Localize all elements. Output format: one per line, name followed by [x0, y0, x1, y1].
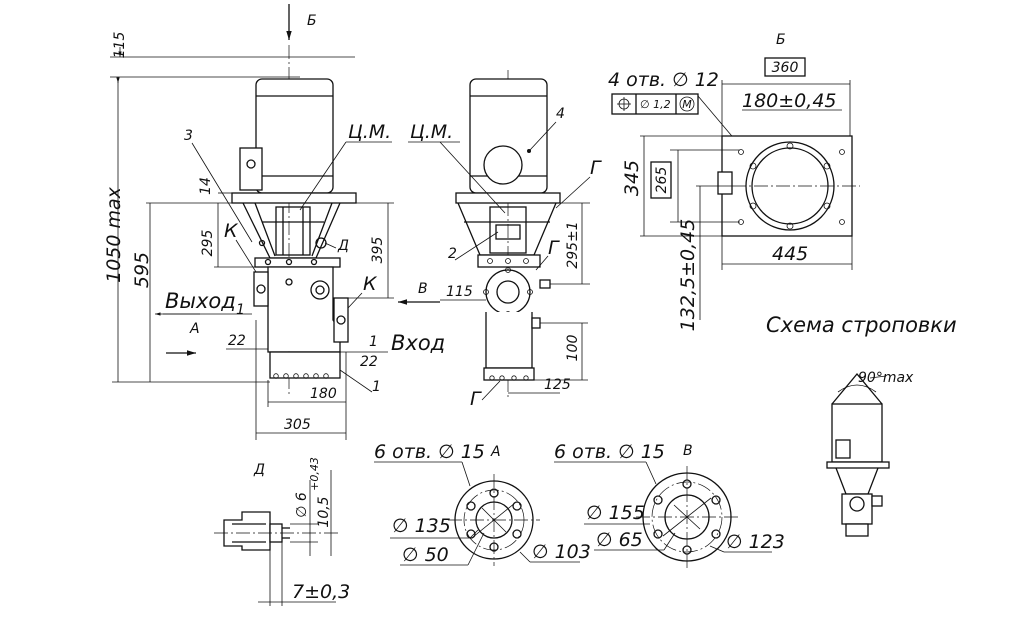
pos-2: 2 — [448, 246, 457, 262]
dim-345: 345 — [621, 160, 643, 196]
dim-125: 125 — [544, 377, 571, 393]
dim-1-left: 1 — [236, 302, 245, 318]
front-view: Б 1050 max 595 115 14 — [103, 4, 445, 440]
mark-k-left: К — [224, 220, 239, 242]
dim-100: 100 — [565, 335, 581, 362]
view-v-title: В — [683, 443, 693, 459]
dim-115-side: 115 — [446, 284, 473, 300]
outlet-label: Выход — [165, 289, 236, 313]
mark-k-right: К — [363, 273, 378, 295]
a-d103: ∅ 103 — [532, 541, 591, 563]
pos-4: 4 — [556, 106, 565, 122]
detail-7: 7±0,3 — [292, 581, 350, 603]
dim-180-front: 180 — [310, 386, 337, 402]
cm-right-label: Ц.М. — [410, 121, 453, 143]
dim-1050: 1050 max — [103, 186, 125, 283]
plan-tol-m: M — [682, 98, 692, 111]
side-view: Ц.М. 4 2 Г Г Г 115 295±1 100 125 — [408, 70, 602, 410]
a-holes: 6 отв. ∅ 15 — [374, 441, 485, 463]
plan-holes: 4 отв. ∅ 12 — [608, 69, 719, 91]
pos-3: 3 — [184, 128, 193, 144]
dim-595: 595 — [131, 252, 153, 288]
v-d65: ∅ 65 — [596, 529, 643, 551]
dim-295-tol: 295±1 — [565, 221, 581, 268]
pos-1: 1 — [372, 379, 381, 395]
cm-left-label: Ц.М. — [348, 121, 391, 143]
dim-265: 265 — [654, 167, 670, 194]
dim-22-left: 22 — [228, 333, 246, 349]
plan-view-b: Б 360 4 отв. ∅ 12 ∅ 1,2 M 180±0,45 345 2… — [608, 32, 860, 331]
dim-180-tol: 180±0,45 — [742, 90, 837, 112]
dim-445: 445 — [772, 243, 808, 265]
dim-132: 132,5±0,45 — [677, 219, 699, 332]
a-d50: ∅ 50 — [402, 544, 449, 566]
view-a: А 6 отв. ∅ 15 ∅ 135 ∅ 50 ∅ 103 — [374, 441, 591, 566]
dim-115-top: 115 — [112, 32, 128, 59]
dim-14: 14 — [198, 177, 214, 195]
plan-tol-frame: ∅ 1,2 — [640, 98, 671, 111]
detail-d: Д ∅ 6 10,5 +0,43 7±0,3 — [214, 457, 350, 606]
dim-22-right: 22 — [360, 354, 378, 370]
dim-305: 305 — [284, 417, 311, 433]
mark-g-mid: Г — [548, 237, 560, 259]
arrow-v-label: В — [418, 281, 428, 297]
detail-d6: ∅ 6 — [294, 492, 310, 518]
dim-295: 295 — [200, 230, 216, 257]
sling-scheme-title: Схема строповки — [766, 313, 957, 337]
view-v: В 6 отв. ∅ 15 ∅ 155 ∅ 65 ∅ 123 — [554, 441, 785, 568]
detail-d-title: Д — [253, 462, 265, 478]
mark-g-top: Г — [590, 157, 602, 179]
mark-d: Д — [337, 238, 349, 254]
detail-105: 10,5 — [316, 496, 332, 527]
dim-395: 395 — [370, 237, 386, 264]
v-d123: ∅ 123 — [726, 531, 785, 553]
dim-90: 90°max — [858, 370, 914, 386]
v-holes: 6 отв. ∅ 15 — [554, 441, 665, 463]
a-d135: ∅ 135 — [392, 515, 451, 537]
dim-360: 360 — [772, 60, 799, 76]
view-b-arrow-label: Б — [307, 13, 317, 29]
detail-105-tol: +0,43 — [308, 457, 321, 491]
v-d155: ∅ 155 — [586, 502, 645, 524]
inlet-label: Вход — [391, 331, 445, 355]
view-a-title: А — [490, 444, 501, 460]
dim-1-right: 1 — [369, 334, 378, 350]
plan-view-title: Б — [776, 32, 786, 48]
mark-g-bottom: Г — [470, 388, 482, 410]
sling-scheme: Схема строповки 90°max — [766, 313, 957, 537]
arrow-a-label: А — [189, 321, 200, 337]
